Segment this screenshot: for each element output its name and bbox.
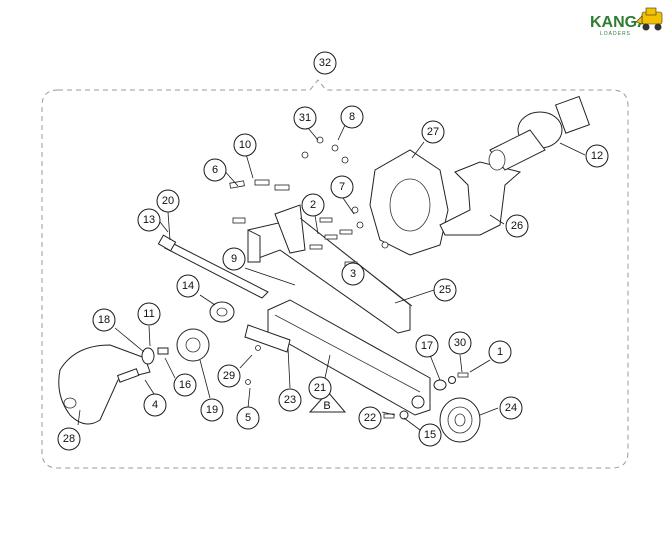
callouts: 32 1 2 3 4 5 6 7 8 9 10 11 12 13 14 15 1… bbox=[57, 51, 609, 451]
callout-8: 8 bbox=[340, 105, 364, 129]
loader-icon bbox=[635, 7, 663, 31]
callout-11: 11 bbox=[137, 302, 161, 326]
svg-text:10: 10 bbox=[239, 139, 251, 151]
callout-17: 17 bbox=[415, 334, 439, 358]
svg-text:22: 22 bbox=[364, 412, 376, 424]
svg-text:26: 26 bbox=[511, 220, 523, 232]
hydraulic-motor bbox=[488, 95, 590, 171]
callout-12: 12 bbox=[585, 144, 609, 168]
callout-7: 7 bbox=[330, 175, 354, 199]
svg-text:11: 11 bbox=[143, 308, 154, 320]
callout-3: 3 bbox=[341, 262, 365, 286]
svg-text:2: 2 bbox=[310, 199, 316, 211]
tension-bracket bbox=[244, 324, 291, 385]
svg-text:8: 8 bbox=[349, 111, 355, 123]
kanga-logo: KANGA LOADERS bbox=[590, 7, 663, 37]
callout-25: 25 bbox=[433, 278, 457, 302]
svg-text:28: 28 bbox=[63, 433, 75, 445]
idler-wheel bbox=[439, 397, 481, 443]
callout-28: 28 bbox=[57, 427, 81, 451]
svg-text:27: 27 bbox=[427, 126, 439, 138]
callout-30: 30 bbox=[448, 331, 472, 355]
svg-text:19: 19 bbox=[206, 404, 218, 416]
callout-2: 2 bbox=[301, 193, 325, 217]
svg-text:18: 18 bbox=[98, 314, 110, 326]
assembly-boundary bbox=[41, 79, 629, 469]
bolts-cluster bbox=[229, 136, 389, 267]
logo-name: KANGA bbox=[590, 14, 649, 31]
callout-24: 24 bbox=[499, 396, 523, 420]
callout-22: 22 bbox=[358, 406, 382, 430]
callout-16: 16 bbox=[173, 373, 197, 397]
callout-26: 26 bbox=[505, 214, 529, 238]
svg-text:6: 6 bbox=[212, 164, 218, 176]
mounting-plate bbox=[369, 149, 449, 256]
logo-tagline: LOADERS bbox=[600, 31, 631, 37]
callout-23: 23 bbox=[278, 388, 302, 412]
svg-text:4: 4 bbox=[152, 399, 158, 411]
svg-text:20: 20 bbox=[162, 195, 174, 207]
svg-text:23: 23 bbox=[284, 394, 296, 406]
svg-text:14: 14 bbox=[182, 280, 194, 292]
callout-13: 13 bbox=[137, 208, 161, 232]
svg-text:12: 12 bbox=[591, 150, 603, 162]
callout-10: 10 bbox=[233, 133, 257, 157]
svg-text:29: 29 bbox=[223, 370, 235, 382]
svg-text:5: 5 bbox=[245, 412, 251, 424]
svg-text:17: 17 bbox=[421, 340, 433, 352]
pulley bbox=[209, 301, 235, 323]
detail-ref-label: B bbox=[323, 400, 330, 412]
svg-text:7: 7 bbox=[339, 181, 345, 193]
auger-flight bbox=[58, 344, 151, 425]
callout-20: 20 bbox=[156, 189, 180, 213]
svg-text:32: 32 bbox=[319, 57, 331, 69]
svg-text:30: 30 bbox=[454, 337, 466, 349]
svg-text:13: 13 bbox=[143, 214, 155, 226]
svg-text:31: 31 bbox=[299, 112, 311, 124]
detail-ref-marker: B bbox=[308, 391, 347, 413]
svg-text:24: 24 bbox=[505, 402, 517, 414]
callout-21: 21 bbox=[308, 376, 332, 400]
svg-text:16: 16 bbox=[179, 379, 191, 391]
svg-text:9: 9 bbox=[231, 253, 237, 265]
callout-32: 32 bbox=[313, 51, 337, 75]
svg-text:3: 3 bbox=[350, 268, 356, 280]
callout-14: 14 bbox=[176, 274, 200, 298]
callout-15: 15 bbox=[418, 423, 442, 447]
svg-text:1: 1 bbox=[497, 346, 503, 358]
bearing-and-sprocket bbox=[141, 328, 210, 365]
callout-27: 27 bbox=[421, 120, 445, 144]
callout-9: 9 bbox=[222, 247, 246, 271]
callout-4: 4 bbox=[143, 393, 167, 417]
drive-shaft bbox=[157, 234, 269, 299]
callout-29: 29 bbox=[217, 364, 241, 388]
svg-text:25: 25 bbox=[439, 284, 451, 296]
pivot-hardware bbox=[383, 372, 469, 420]
callout-19: 19 bbox=[200, 398, 224, 422]
svg-text:15: 15 bbox=[424, 429, 436, 441]
callout-1: 1 bbox=[488, 340, 512, 364]
callout-6: 6 bbox=[203, 158, 227, 182]
callout-5: 5 bbox=[236, 406, 260, 430]
callout-31: 31 bbox=[293, 106, 317, 130]
svg-text:21: 21 bbox=[314, 382, 326, 394]
callout-18: 18 bbox=[92, 308, 116, 332]
